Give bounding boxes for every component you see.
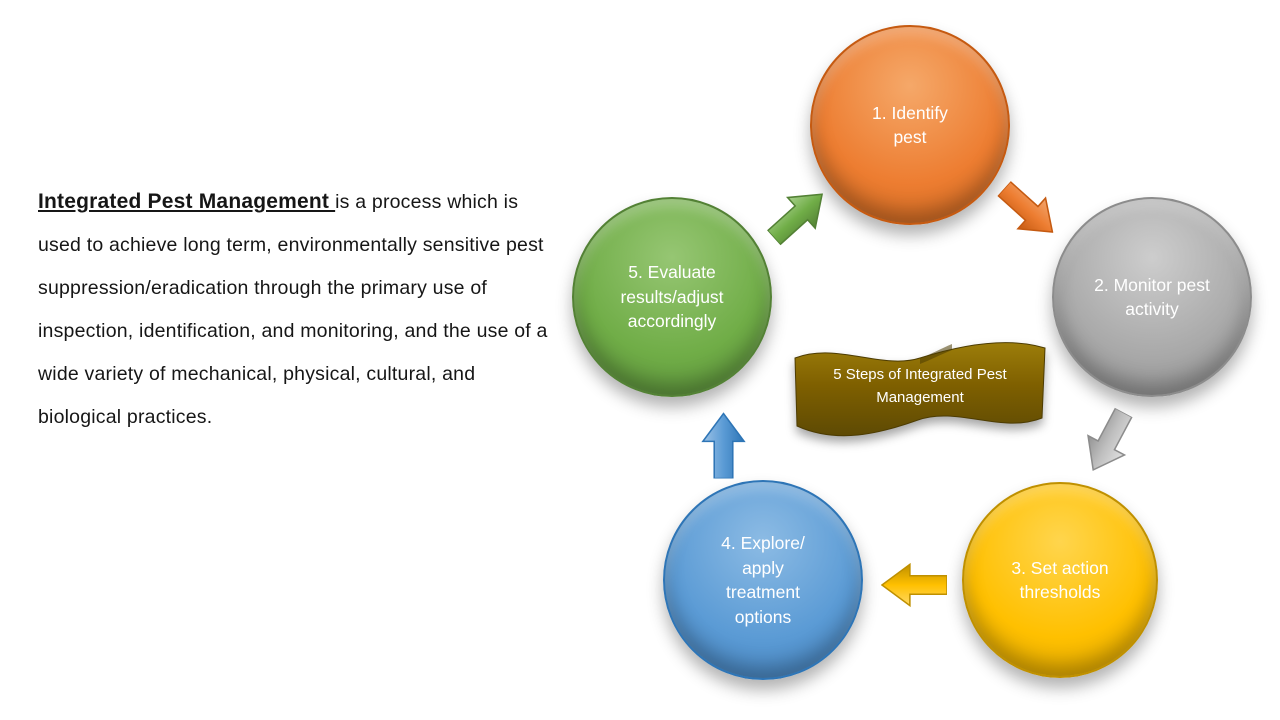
step-circle-identify-pest: 1. Identify pest [810, 25, 1010, 225]
center-ribbon-label: 5 Steps of Integrated Pest Management [833, 365, 1007, 406]
cycle-arrow-step5-to-step1-icon [758, 176, 841, 258]
step-label: 4. Explore/ apply treatment options [721, 533, 805, 627]
ribbon-wave-shape [794, 342, 1046, 437]
description-paragraph: Integrated Pest Management is a process … [38, 180, 550, 439]
cycle-arrow-step4-to-step5-icon [701, 412, 752, 480]
step-label: 2. Monitor pest activity [1094, 274, 1210, 320]
description-lead: Integrated Pest Management [38, 190, 336, 213]
step-label: 5. Evaluate results/adjust accordingly [620, 262, 724, 332]
cycle-arrow-step3-to-step4-icon [880, 557, 948, 608]
step-circle-explore-apply-treatment: 4. Explore/ apply treatment options [663, 480, 863, 680]
center-ribbon: 5 Steps of Integrated Pest Management [792, 330, 1048, 442]
step-label: 3. Set action thresholds [1011, 557, 1109, 603]
description-body: is a process which is used to achieve lo… [38, 191, 548, 428]
step-circle-monitor-pest-activity: 2. Monitor pest activity [1052, 197, 1252, 397]
step-circle-set-action-thresholds: 3. Set action thresholds [962, 482, 1158, 678]
cycle-arrow-step2-to-step3-icon [1068, 399, 1144, 481]
step-circle-evaluate-results: 5. Evaluate results/adjust accordingly [572, 197, 772, 397]
step-label: 1. Identify pest [872, 102, 948, 148]
cycle-arrow-step1-to-step2-icon [985, 171, 1068, 253]
